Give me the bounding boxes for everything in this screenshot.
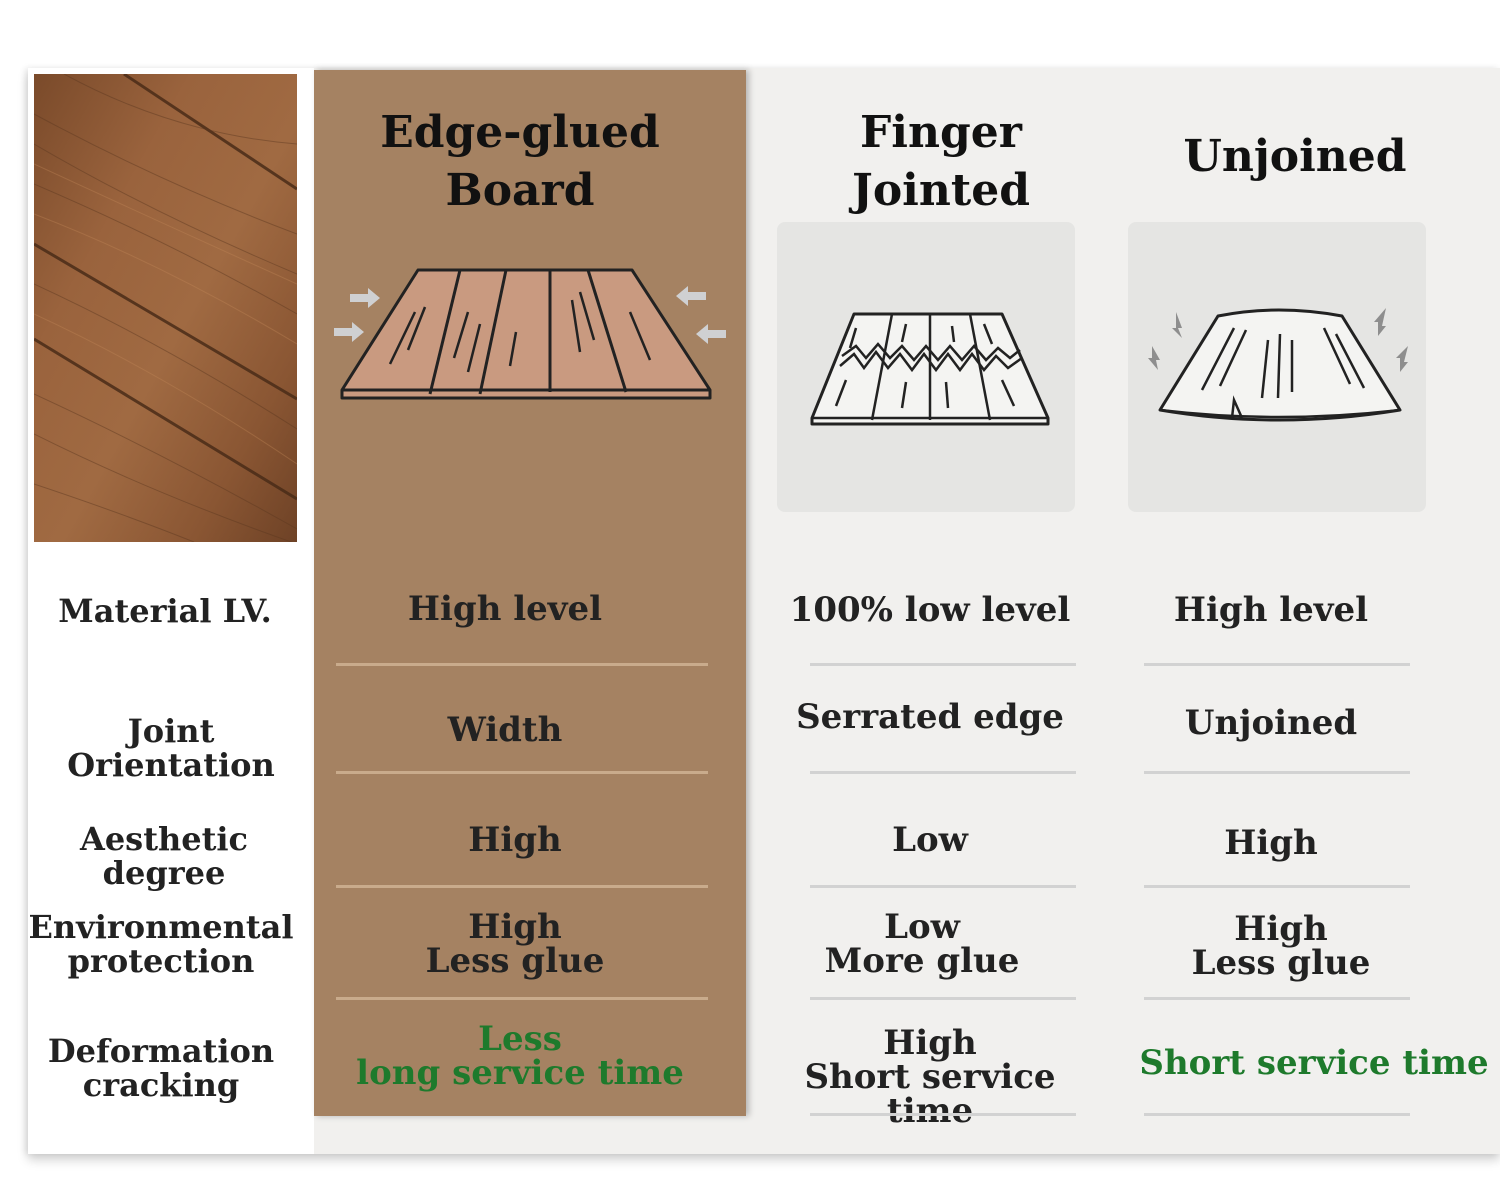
divider (336, 885, 708, 888)
row-label-material: Material LV. (58, 592, 272, 630)
cell-edge-material: High level (407, 589, 603, 629)
row-label-joint-orientation: Joint Orientation (67, 712, 275, 784)
finger-jointed-board-icon (810, 312, 1050, 426)
cell-unjoined-joint: Unjoined (1184, 703, 1358, 743)
cell-finger-joint: Serrated edge (796, 697, 1064, 737)
divider (810, 663, 1076, 666)
cell-unjoined-deformation: Short service time (1139, 1043, 1489, 1083)
cell-edge-aesthetic: High (468, 820, 562, 860)
divider (336, 663, 708, 666)
wood-texture-image (34, 74, 297, 542)
unjoined-board-icon (1148, 308, 1408, 422)
column-title-unjoined: Unjoined (1183, 131, 1407, 182)
cell-edge-joint: Width (447, 710, 563, 750)
divider (810, 1113, 1076, 1116)
divider (1144, 1113, 1410, 1116)
cell-finger-material: 100% low level (789, 590, 1071, 630)
divider (1144, 885, 1410, 888)
divider (810, 771, 1076, 774)
divider (336, 771, 708, 774)
divider (810, 885, 1076, 888)
divider (1144, 997, 1410, 1000)
cell-unjoined-material: High level (1173, 590, 1369, 630)
divider (810, 997, 1076, 1000)
column-title-edge-glued: Edge-glued Board (380, 107, 660, 216)
cell-finger-aesthetic: Low (892, 820, 968, 860)
divider (1144, 771, 1410, 774)
edge-glued-column (314, 70, 746, 1116)
edge-glued-board-icon (334, 268, 726, 400)
cell-unjoined-aesthetic: High (1224, 823, 1318, 863)
divider (1144, 663, 1410, 666)
divider (336, 997, 708, 1000)
row-label-aesthetic: Aesthetic degree (79, 820, 249, 892)
